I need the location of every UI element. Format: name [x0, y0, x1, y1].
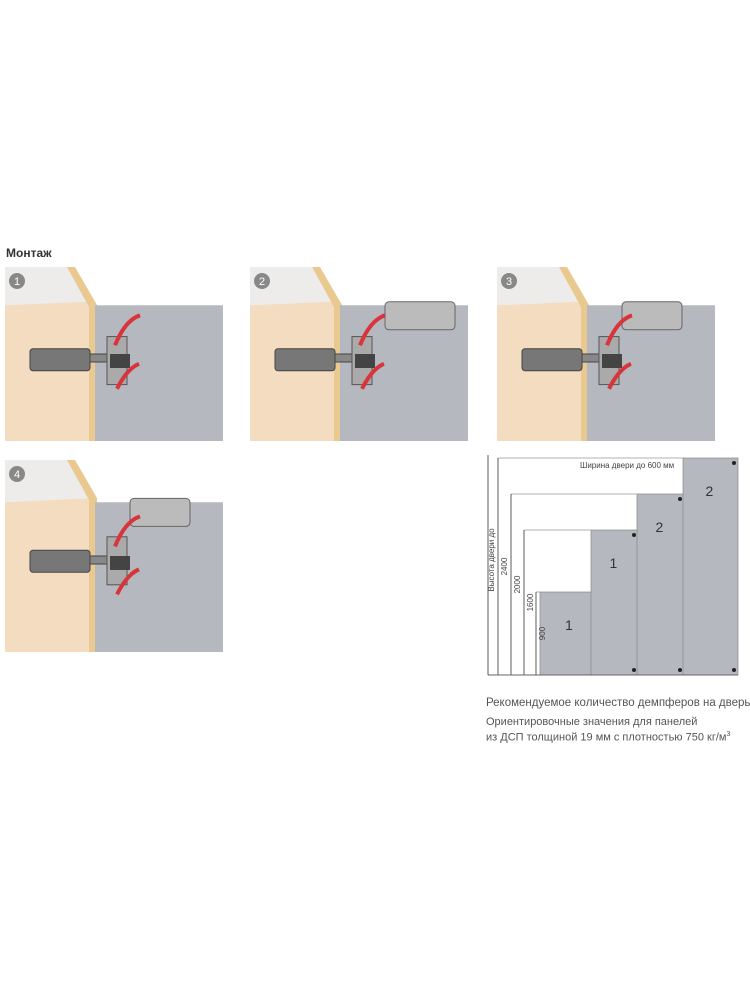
cabinet-edge	[67, 267, 97, 441]
step-number: 3	[506, 276, 512, 288]
damper-count: 1	[565, 617, 573, 633]
damper-dot	[632, 533, 636, 537]
door-bar	[636, 493, 685, 676]
arrow-icon	[113, 313, 141, 347]
arrow-icon	[115, 361, 140, 390]
arrow-icon	[115, 567, 140, 596]
door-bar	[590, 529, 639, 676]
cabinet-edge	[559, 267, 589, 441]
step-number: 1	[14, 276, 20, 288]
caption-line-3-text: из ДСП толщиной 19 мм с плотностью 750 к…	[486, 731, 727, 744]
cabinet-side	[5, 498, 95, 652]
damper-dot	[678, 497, 682, 501]
arrow-icon	[360, 361, 385, 390]
door-bar	[682, 457, 739, 676]
caption-superscript: 3	[726, 731, 731, 738]
damper-icon	[621, 301, 683, 331]
damper-icon	[384, 301, 456, 331]
damper-dot	[732, 668, 736, 672]
height-label: 1600	[526, 593, 535, 611]
damper-count: 1	[610, 555, 618, 571]
caption-line-2: Ориентировочные значения для панелей	[486, 716, 698, 728]
cabinet-edge	[312, 267, 342, 441]
cabinet-edge	[67, 460, 97, 652]
cabinet-side	[250, 301, 340, 441]
step-2-illustration: 2	[250, 267, 468, 480]
step-number-badge	[254, 273, 270, 289]
arrow-icon	[605, 313, 633, 347]
arrow-icon	[607, 361, 632, 390]
damper-icon	[129, 497, 191, 527]
height-label: 900	[538, 626, 547, 640]
width-label: Ширина двери до 600 мм	[580, 461, 674, 470]
hinge-icon	[521, 336, 622, 386]
door-bar	[539, 591, 601, 676]
height-label: 2400	[500, 557, 509, 575]
step-number: 4	[14, 469, 20, 481]
cabinet-side	[497, 301, 587, 441]
damper-count: 2	[656, 519, 664, 535]
step-number-badge	[9, 466, 25, 482]
damper-count: 2	[706, 483, 714, 499]
caption-title: Рекомендуемое количество демпферов на дв…	[486, 697, 750, 709]
damper-dot	[632, 668, 636, 672]
step-number-badge	[501, 273, 517, 289]
damper-dot	[732, 461, 736, 465]
damper-dot	[678, 668, 682, 672]
cabinet-side	[5, 301, 95, 441]
step-number: 2	[259, 276, 265, 288]
caption-line-3: из ДСП толщиной 19 мм с плотностью 750 к…	[486, 731, 730, 744]
section-title: Монтаж	[6, 246, 52, 260]
step-4-illustration: 4	[5, 460, 223, 695]
height-axis-label: Высота двери до	[487, 528, 496, 592]
hinge-icon	[274, 336, 375, 386]
arrow-icon	[358, 313, 386, 347]
step-3-illustration: 3	[497, 267, 715, 480]
hinge-icon	[29, 336, 130, 386]
step-number-badge	[9, 273, 25, 289]
arrow-icon	[113, 514, 141, 548]
height-label: 2000	[513, 575, 522, 593]
hinge-icon	[29, 536, 130, 586]
step-1-illustration: 1	[5, 267, 223, 480]
